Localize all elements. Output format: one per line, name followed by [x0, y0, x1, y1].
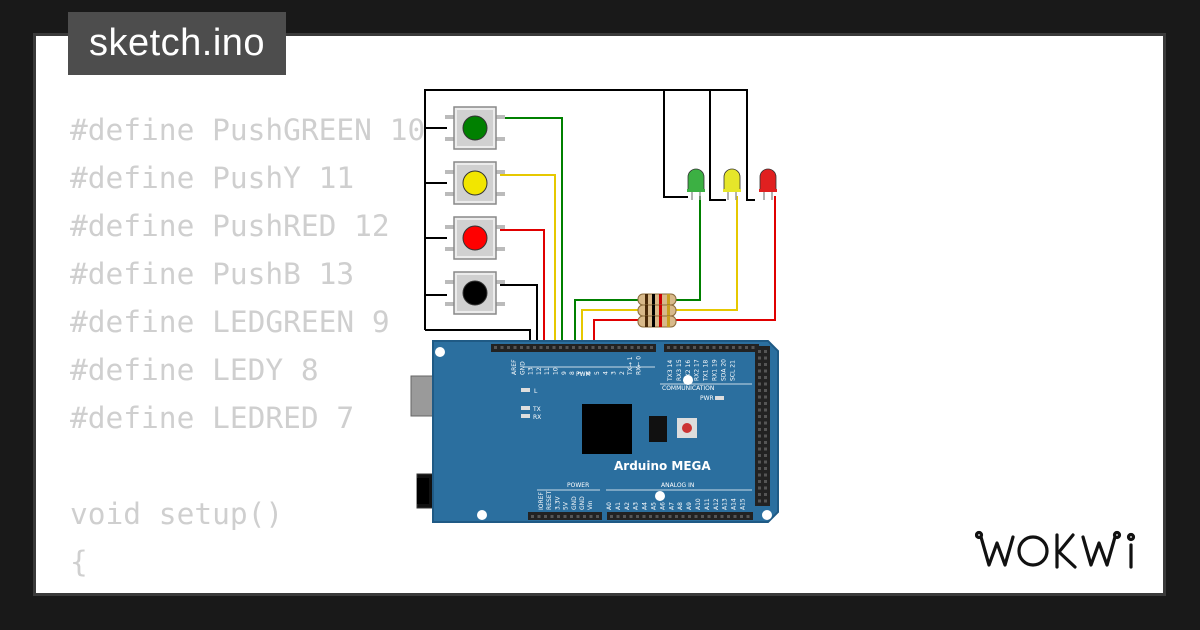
- led: [687, 168, 705, 200]
- code-line: #define LEDRED 7: [70, 401, 355, 435]
- pin-label: A2: [624, 502, 631, 510]
- pin-label: A10: [695, 498, 702, 510]
- code-line: {: [70, 545, 88, 579]
- pin-label: SCL 21: [729, 360, 736, 381]
- resistors: [637, 293, 677, 328]
- led-l-label: L: [534, 388, 538, 395]
- pin-label: 13: [528, 367, 535, 375]
- pin-label: GND: [571, 496, 578, 510]
- wire-led-yellow: [676, 196, 738, 311]
- pin-label: 6: [586, 371, 593, 375]
- pin-label: A9: [686, 502, 693, 510]
- pin-label: TX2 16: [685, 360, 692, 382]
- pin-label: A7: [668, 502, 675, 510]
- wire-led-green: [676, 196, 701, 301]
- pin-label: 4: [602, 371, 609, 375]
- analog-label: ANALOG IN: [661, 482, 694, 489]
- wire-led-red: [676, 196, 776, 321]
- pin-label: A14: [731, 498, 738, 510]
- wire-yellow-button: [500, 174, 556, 344]
- pin-label: RX← 0: [636, 356, 643, 375]
- push-buttons[interactable]: [445, 106, 505, 315]
- board-name: Arduino MEGA: [614, 459, 711, 473]
- led: [759, 168, 777, 200]
- pin-label: TX→ 1: [627, 356, 634, 376]
- wire-green-button: [500, 117, 563, 344]
- pin-label: 5V: [563, 501, 570, 510]
- pin-label: 3: [611, 371, 618, 375]
- code-line: #define PushRED 12: [70, 209, 390, 243]
- code-line: #define PushY 11: [70, 161, 355, 195]
- wires: [424, 89, 776, 344]
- pin-label: A8: [677, 502, 684, 510]
- code-line: #define LEDGREEN 9: [70, 305, 390, 339]
- pin-label: A15: [740, 498, 747, 510]
- wokwi-logo[interactable]: [975, 527, 1150, 575]
- pin-label: 11: [544, 367, 551, 375]
- push-button[interactable]: [445, 161, 505, 205]
- pin-label: A1: [615, 502, 622, 510]
- pin-label: Vin: [587, 500, 594, 510]
- power-label: POWER: [567, 482, 589, 489]
- pin-label: A13: [722, 498, 729, 510]
- code-line: #define PushGREEN 10: [70, 113, 426, 147]
- pin-label: A0: [606, 502, 613, 510]
- pin-label: 9: [561, 371, 568, 375]
- pin-label: A3: [633, 502, 640, 510]
- pin-label: SDA 20: [720, 359, 727, 381]
- pin-label: GND: [579, 496, 586, 510]
- pin-label: 2: [619, 371, 626, 375]
- mcu-chip: [582, 404, 632, 454]
- led: [723, 168, 741, 200]
- pin-label: RX3 15: [676, 359, 683, 381]
- code-editor[interactable]: #define PushGREEN 10 #define PushY 11 #def…: [70, 106, 443, 593]
- pin-label: RESET: [546, 490, 553, 510]
- pin-label: A11: [704, 498, 711, 510]
- pin-label: TX1 18: [703, 360, 710, 382]
- pin-label: A12: [713, 498, 720, 510]
- file-tab[interactable]: sketch.ino: [68, 12, 286, 75]
- pin-label: 8: [569, 371, 576, 375]
- pin-label: GND: [519, 361, 526, 375]
- code-line: #define LEDY 8: [70, 353, 319, 387]
- push-button[interactable]: [445, 271, 505, 315]
- pin-label: AREF: [511, 359, 518, 375]
- pwm-label: PWM: [576, 371, 591, 378]
- pin-label: TX3 14: [667, 360, 674, 382]
- led-rx-label: RX: [533, 414, 541, 421]
- led-tx-label: TX: [532, 406, 541, 413]
- push-button[interactable]: [445, 106, 505, 150]
- pwr-label: PWR: [700, 395, 714, 402]
- pin-label: A5: [651, 502, 658, 510]
- pin-label: 3.3V: [554, 495, 561, 510]
- pin-label: 7: [577, 371, 584, 375]
- pin-label: IOREF: [538, 492, 545, 510]
- pin-label: RX1 19: [712, 359, 719, 381]
- pin-label: 5: [594, 371, 601, 375]
- code-line: #define PushB 13: [70, 257, 355, 291]
- pin-label: RX2 17: [694, 359, 701, 381]
- communication-label: COMMUNICATION: [662, 385, 714, 392]
- arduino-mega-board[interactable]: Arduino MEGA PWM COMMUNICATION POWER ANA…: [410, 340, 779, 523]
- code-line: void setup(): [70, 497, 284, 531]
- wire-gnd-bus: [424, 89, 755, 330]
- push-button[interactable]: [445, 216, 505, 260]
- pin-label: 10: [553, 367, 560, 375]
- pin-label: A6: [659, 502, 666, 510]
- pin-label: A4: [642, 502, 649, 510]
- leds: [687, 168, 777, 200]
- pin-label: 12: [536, 367, 543, 375]
- wire-red-button: [500, 229, 545, 344]
